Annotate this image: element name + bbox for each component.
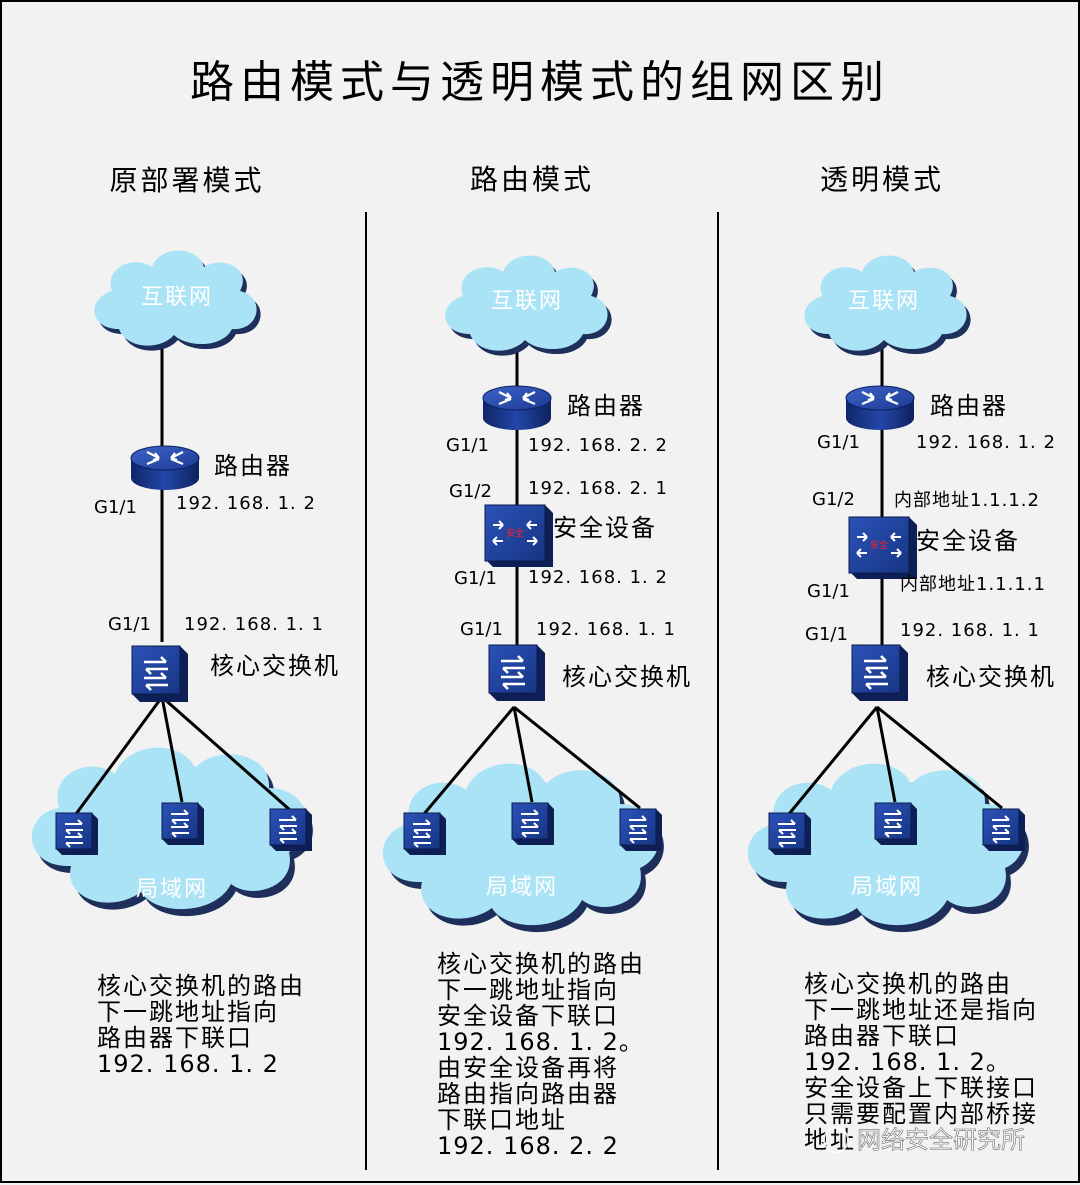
security-icon-text: 安全 bbox=[870, 539, 888, 551]
description-line: 安全设备上下联接口 bbox=[804, 1074, 1038, 1102]
description-line: 192. 168. 1. 2 bbox=[97, 1050, 279, 1078]
router-ip: 192. 168. 1. 2 bbox=[176, 493, 316, 514]
router-ip: 192. 168. 1. 2 bbox=[916, 432, 1056, 453]
lan-label: 局域网 bbox=[486, 875, 558, 900]
internet-label: 互联网 bbox=[491, 289, 563, 314]
access-switch-icon bbox=[55, 812, 99, 856]
router-port: G1/1 bbox=[817, 432, 860, 453]
access-switch-icon bbox=[403, 812, 447, 856]
column-heading: 路由模式 bbox=[470, 163, 594, 196]
security-up-port: G1/2 bbox=[812, 489, 855, 510]
security-down-ip: 内部地址1.1.1.1 bbox=[900, 574, 1046, 595]
description-line: 192. 168. 1. 2。 bbox=[437, 1028, 644, 1056]
core-port: G1/1 bbox=[460, 619, 503, 640]
column-transparent-mode: 透明模式 互联网 路由器 G1/1 192. 168. 1. 2 G1/2 内部… bbox=[747, 163, 1056, 1154]
core-port: G1/1 bbox=[108, 614, 151, 635]
access-switch-icon bbox=[269, 808, 313, 852]
router-port: G1/1 bbox=[446, 435, 489, 456]
description-line: 下一跳地址指向 bbox=[97, 998, 279, 1026]
security-up-ip: 内部地址1.1.1.2 bbox=[894, 490, 1040, 511]
core-switch-label: 核心交换机 bbox=[562, 663, 692, 691]
lan-links bbox=[422, 705, 641, 815]
router-label: 路由器 bbox=[930, 392, 1008, 420]
description-line: 核心交换机的路由 bbox=[804, 970, 1012, 998]
core-ip: 192. 168. 1. 1 bbox=[900, 620, 1040, 641]
router-label: 路由器 bbox=[214, 452, 292, 480]
core-switch-icon bbox=[487, 643, 547, 703]
description-line: 192. 168. 2. 2 bbox=[437, 1132, 619, 1160]
core-ip: 192. 168. 1. 1 bbox=[184, 614, 324, 635]
lan-label: 局域网 bbox=[136, 877, 208, 902]
security-down-ip: 192. 168. 1. 2 bbox=[528, 567, 668, 588]
lan-label: 局域网 bbox=[851, 875, 923, 900]
core-switch-label: 核心交换机 bbox=[926, 663, 1056, 691]
description-line: 安全设备下联口 bbox=[437, 1002, 619, 1030]
security-up-ip: 192. 168. 2. 1 bbox=[528, 478, 668, 499]
access-switch-icon bbox=[768, 812, 812, 856]
column-heading: 透明模式 bbox=[820, 163, 944, 196]
access-switch-icon bbox=[982, 808, 1026, 852]
description-line: 路由器下联口 bbox=[804, 1022, 960, 1050]
access-switch-icon bbox=[619, 808, 663, 852]
router-icon bbox=[844, 384, 916, 432]
security-label: 安全设备 bbox=[916, 527, 1020, 555]
lan-links bbox=[74, 695, 291, 815]
description-line: 192. 168. 1. 2。 bbox=[804, 1048, 1011, 1076]
diagram-title: 路由模式与透明模式的组网区别 bbox=[190, 57, 890, 108]
router-icon bbox=[481, 384, 553, 432]
internet-label: 互联网 bbox=[141, 285, 213, 310]
router-port: G1/1 bbox=[94, 497, 137, 518]
access-switch-icon bbox=[511, 802, 555, 846]
router-ip: 192. 168. 2. 2 bbox=[528, 435, 668, 456]
core-port: G1/1 bbox=[805, 624, 848, 645]
column-original-mode: 原部署模式 互联网 路由器 G1/1 192. 168. 1. 2 G1/1 1… bbox=[31, 164, 340, 1078]
security-up-port: G1/2 bbox=[449, 481, 492, 502]
access-switch-icon bbox=[161, 802, 205, 846]
description-line: 只需要配置内部桥接 bbox=[804, 1100, 1038, 1128]
core-switch-label: 核心交换机 bbox=[210, 652, 340, 680]
core-switch-icon bbox=[130, 644, 190, 704]
core-ip: 192. 168. 1. 1 bbox=[536, 619, 676, 640]
security-down-port: G1/1 bbox=[807, 581, 850, 602]
column-heading: 原部署模式 bbox=[109, 164, 264, 197]
column-routing-mode: 路由模式 互联网 路由器 G1/1 192. 168. 2. 2 G1/2 19… bbox=[382, 163, 692, 1160]
router-icon bbox=[129, 444, 201, 492]
watermark-logo-icon bbox=[823, 1127, 849, 1153]
description-line: 核心交换机的路由 bbox=[97, 972, 305, 1000]
security-label: 安全设备 bbox=[553, 514, 657, 542]
description-line: 下一跳地址指向 bbox=[437, 976, 619, 1004]
description-line: 由安全设备再将 bbox=[437, 1054, 619, 1082]
description-line: 路由器下联口 bbox=[97, 1024, 253, 1052]
description-line: 路由指向路由器 bbox=[437, 1080, 619, 1108]
description-line: 下联口地址 bbox=[437, 1106, 567, 1134]
security-icon-text: 安全 bbox=[506, 527, 524, 539]
description-line: 下一跳地址还是指向 bbox=[804, 996, 1038, 1024]
watermark-text: 网络安全研究所 bbox=[857, 1126, 1025, 1154]
internet-label: 互联网 bbox=[848, 289, 920, 314]
router-label: 路由器 bbox=[567, 392, 645, 420]
lan-links bbox=[787, 705, 1003, 815]
watermark: 网络安全研究所 bbox=[823, 1126, 1025, 1154]
description-line: 核心交换机的路由 bbox=[437, 950, 645, 978]
security-down-port: G1/1 bbox=[454, 568, 497, 589]
core-switch-icon bbox=[850, 643, 910, 703]
access-switch-icon bbox=[874, 802, 918, 846]
